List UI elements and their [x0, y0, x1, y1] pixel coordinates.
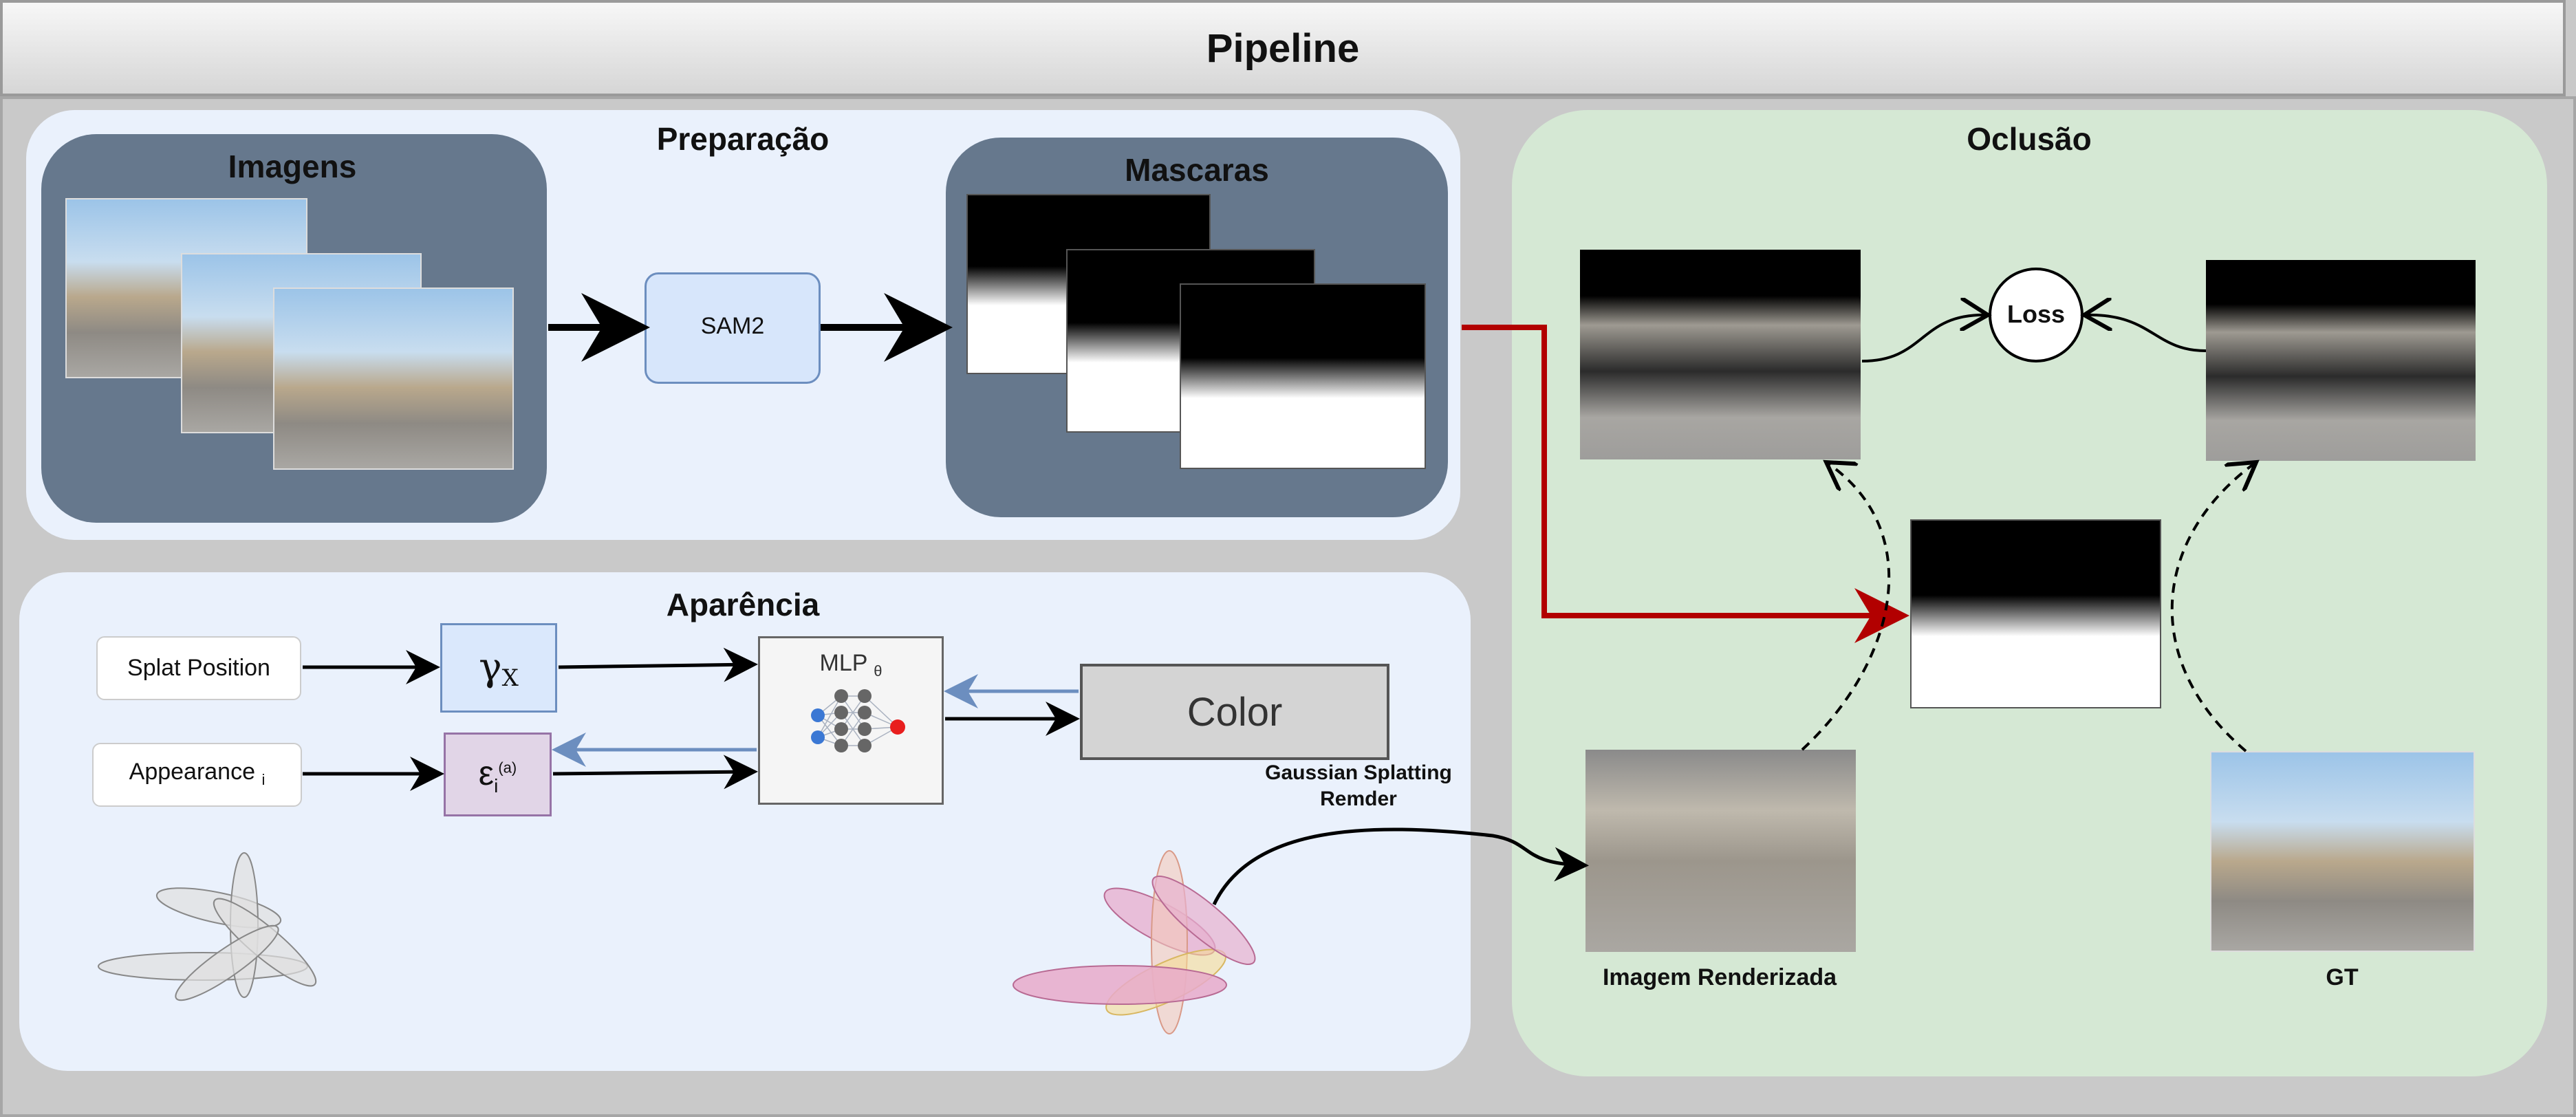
appearance-box [92, 743, 302, 807]
mask-image-3 [1180, 283, 1426, 469]
aparencia-title: Aparência [666, 587, 820, 622]
arrow-masks-to-occlusion [1462, 325, 1909, 643]
color-label: Color [1187, 690, 1283, 735]
diagram-title: Pipeline [1206, 25, 1360, 71]
arrow-gamma-to-mlp [558, 647, 758, 682]
arrow-occluded-render-to-loss [1861, 315, 1988, 362]
dashed-gt-to-occluded [2170, 462, 2256, 752]
mlp-label: MLP θ [819, 650, 883, 680]
gamma-label: γX [479, 645, 519, 692]
rendered-image-label: Imagem Renderizada [1602, 964, 1837, 990]
epsilon-box [444, 733, 552, 816]
preparacao-title: Preparação [656, 121, 830, 157]
diagram-frame [0, 96, 2576, 1117]
dashed-render-to-occluded [1801, 462, 1891, 751]
occluded-render-image [1580, 250, 1861, 459]
appearance-label: Appearance i [129, 759, 266, 788]
gaussian-splatting-line2: Remder [1320, 788, 1397, 810]
splat-position-label: Splat Position [127, 655, 270, 681]
arrow-render-to-image [1212, 827, 1589, 906]
color-box [1080, 664, 1389, 760]
neural-network-icon [811, 689, 905, 752]
gt-label: GT [2326, 964, 2359, 990]
appearance-subscript: i [261, 770, 266, 788]
imagens-title: Imagens [228, 149, 357, 184]
occluded-gt-image [2206, 260, 2476, 461]
epsilon-superscript: (a) [498, 759, 517, 777]
arrow-eps-to-mlp [552, 755, 758, 790]
gamma-subscript: X [501, 664, 519, 692]
input-photo-3 [273, 288, 514, 470]
arrow-occluded-gt-to-loss [2084, 315, 2207, 352]
mlp-subscript: θ [874, 662, 883, 680]
sam2-label: SAM2 [700, 313, 765, 339]
gamma-box [440, 623, 557, 713]
mlp-box [758, 636, 944, 805]
gt-image [2210, 751, 2475, 952]
mascaras-title: Mascaras [1125, 152, 1269, 188]
epsilon-subscript: i [494, 775, 499, 796]
title-banner [0, 0, 2566, 96]
epsilon-label: εi(a) [478, 754, 517, 796]
splat-position-box [96, 636, 301, 700]
rendered-image [1585, 750, 1856, 952]
loss-label: Loss [2006, 300, 2066, 328]
gaussian-splats-colored [1013, 850, 1256, 1034]
gaussian-splatting-line1: Gaussian Splatting [1265, 761, 1452, 784]
gaussian-splatting-label: Gaussian Splatting Remder [1252, 760, 1465, 812]
oclusao-title: Oclusão [1967, 121, 2092, 157]
gaussian-splats-gray [98, 852, 317, 1001]
occlusion-mask-image [1910, 519, 2161, 708]
